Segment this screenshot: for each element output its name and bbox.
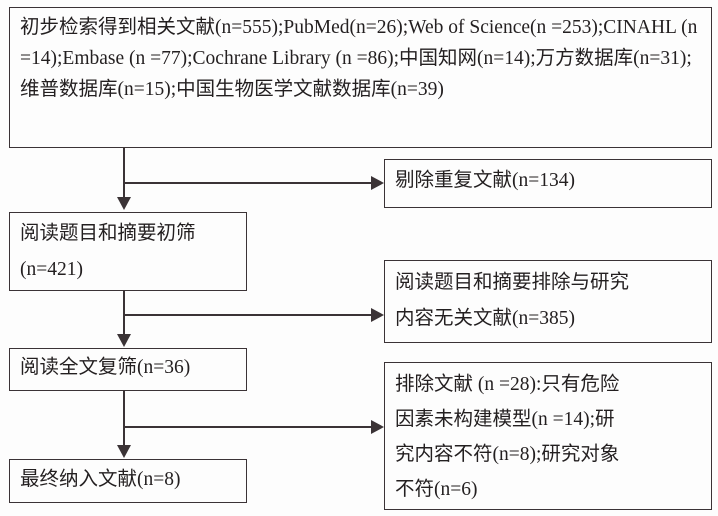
connector-fulltext-down [123, 391, 125, 447]
box-studies-included: 最终纳入文献(n=8) [9, 459, 247, 503]
arrow-screening-to-excluded-abstract-icon [371, 308, 384, 322]
arrow-identification-to-screening-icon [117, 197, 131, 210]
connector-identification-down [123, 148, 125, 199]
box-excluded-after-abstract: 阅读题目和摘要排除与研究 内容无关文献(n=385) [384, 260, 712, 343]
connector-fulltext-to-excluded-fulltext [123, 426, 375, 428]
connector-identification-to-duplicates [123, 182, 375, 184]
box-title-abstract-screening: 阅读题目和摘要初筛 (n=421) [9, 212, 247, 291]
box-excluded-after-fulltext: 排除文献 (n =28):只有危险 因素未构建模型(n =14);研 究内容不符… [384, 362, 712, 510]
connector-screening-down [123, 291, 125, 336]
box-fulltext-screening: 阅读全文复筛(n=36) [9, 348, 247, 391]
box-duplicates-removed: 剔除重复文献(n=134) [384, 159, 712, 208]
arrow-identification-to-duplicates-icon [371, 176, 384, 190]
box-identification: 初步检索得到相关文献(n=555);PubMed(n=26);Web of Sc… [9, 7, 712, 148]
arrow-screening-to-fulltext-icon [117, 334, 131, 347]
arrow-fulltext-to-included-icon [117, 445, 131, 458]
arrow-fulltext-to-excluded-fulltext-icon [371, 420, 384, 434]
connector-screening-to-excluded-abstract [123, 314, 375, 316]
